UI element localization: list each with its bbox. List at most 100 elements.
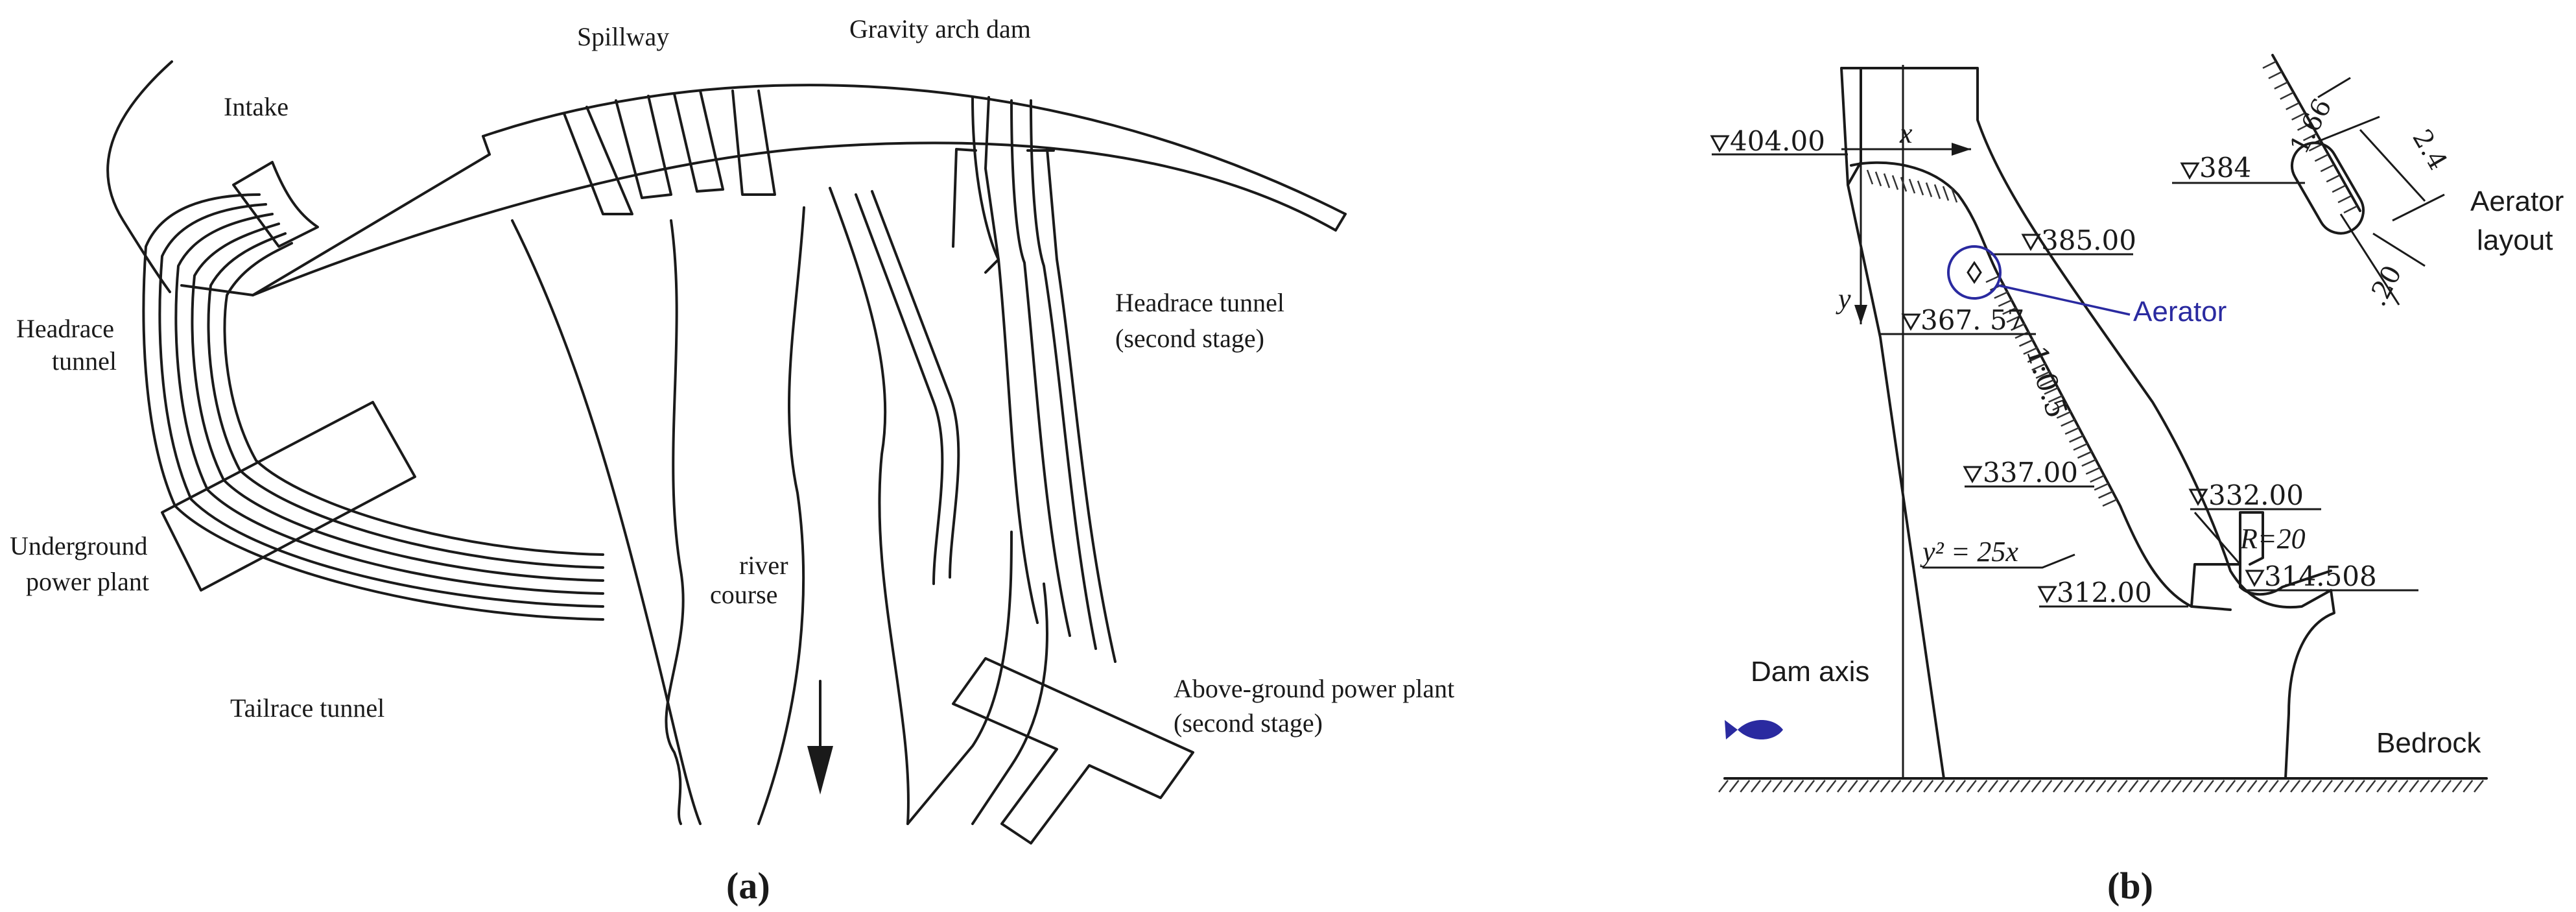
x-axis-label: x	[1899, 117, 1913, 149]
hatch-line	[2061, 418, 2076, 427]
label-intake: Intake	[224, 92, 289, 121]
hatch-line	[2302, 133, 2317, 141]
aerator-layout-label-2: layout	[2477, 224, 2553, 256]
label-headrace-second-1: Headrace tunnel	[1115, 288, 1284, 317]
hatch-line	[2182, 780, 2193, 793]
label-tailrace: Tailrace tunnel	[230, 693, 384, 723]
hatch-line	[2020, 780, 2031, 793]
hatch-line	[2002, 307, 2018, 315]
panel-b: 404.00 385.00 367. 57 337.00 332.00 312.…	[1710, 54, 2564, 907]
elev-332: 332.00	[2188, 479, 2321, 511]
flip-bucket	[2190, 511, 2264, 608]
fish-icon	[1725, 720, 1783, 739]
elev-367: 367. 57	[1880, 304, 2036, 336]
hatch-line	[2268, 71, 2282, 80]
hatch-line	[2333, 780, 2344, 793]
hatch-line	[2286, 102, 2300, 110]
elev-314: 314.508	[2245, 560, 2418, 592]
label-headrace-tunnel-1: Headrace	[16, 314, 114, 343]
hatch-line	[2052, 403, 2068, 411]
hatch-line	[2343, 205, 2357, 214]
hatch-line	[2107, 780, 2118, 793]
hatch-line	[1942, 186, 1950, 201]
hatch-line	[2102, 498, 2118, 507]
hatch-line	[2098, 490, 2114, 499]
hatch-line	[2419, 780, 2430, 793]
hatch-line	[2009, 780, 2020, 793]
elev-312: 312.00	[2037, 577, 2188, 608]
hatch-line	[2096, 780, 2107, 793]
label-aboveground-2: (second stage)	[1174, 708, 1323, 738]
bedrock-label: Bedrock	[2376, 727, 2481, 759]
hatch-line	[1740, 780, 1751, 793]
hatch-line	[2193, 780, 2204, 793]
hatch-line	[2247, 780, 2258, 793]
hatch-line	[2203, 780, 2214, 793]
hatch-line	[1988, 780, 1999, 793]
elev-314-label: 314.508	[2264, 560, 2377, 592]
hatch-line	[1917, 180, 1924, 196]
hatch-line	[2398, 780, 2409, 793]
hatch-line	[2320, 164, 2334, 173]
hatch-line	[2300, 780, 2311, 793]
dim-20: .20	[2362, 261, 2407, 311]
hatch-line	[2314, 154, 2328, 162]
hatch-line	[2279, 780, 2290, 793]
dam-toe	[252, 141, 1337, 296]
hatch-line	[1883, 173, 1891, 189]
hatch-line	[2035, 370, 2051, 379]
hatch-line	[1826, 780, 1837, 793]
elev-385: 385.00	[1991, 224, 2136, 256]
hatch-line	[2262, 60, 2276, 69]
elev-384-label: 384	[2199, 152, 2251, 184]
slope-label: 1:0.5	[2020, 342, 2074, 422]
label-underground-1: Underground	[10, 531, 148, 560]
headrace-tunnels	[142, 193, 604, 621]
flow-arrowhead	[807, 746, 833, 795]
y-axis-label: y	[1836, 283, 1851, 315]
hatch-line	[1985, 274, 2001, 283]
hatch-line	[2077, 450, 2092, 459]
hatch-line	[2160, 780, 2171, 793]
hatch-line	[2452, 780, 2463, 793]
hatch-line	[1804, 780, 1815, 793]
hatch-line	[2128, 780, 2139, 793]
caption-b: (b)	[2107, 865, 2153, 907]
label-gravity-arch-dam: Gravity arch dam	[849, 14, 1031, 43]
hatch-line	[2225, 780, 2236, 793]
label-headrace-second-2: (second stage)	[1115, 324, 1264, 353]
hatch-line	[2474, 780, 2484, 793]
hatch-line	[2064, 426, 2080, 435]
intake-structure	[232, 161, 319, 248]
hatch-line	[1761, 780, 1772, 793]
dam-abutment	[180, 153, 491, 296]
hatch-line	[1891, 174, 1899, 190]
hatch-line	[1866, 169, 1874, 185]
hatch-line	[2430, 780, 2441, 793]
hatch-line	[1837, 780, 1848, 793]
hatch-line	[2214, 780, 2225, 793]
radius-leader	[2193, 512, 2241, 565]
hatch-line	[2441, 780, 2452, 793]
dam-heel	[482, 135, 491, 156]
hatch-line	[1998, 298, 2013, 307]
hatch-line	[2322, 780, 2333, 793]
x-axis-arrowhead	[1952, 143, 1971, 156]
elev-404-label: 404.00	[1730, 125, 1825, 157]
upstream-hatching	[1866, 169, 1958, 203]
hatch-line	[2044, 387, 2059, 395]
hatch-line	[1772, 780, 1783, 793]
hatch-line	[2011, 322, 2026, 331]
hatch-line	[1900, 176, 1908, 192]
terrain-line	[106, 60, 173, 293]
elev-312-label: 312.00	[2057, 577, 2152, 608]
hatch-line	[1933, 184, 1941, 199]
hatch-line	[1944, 780, 1956, 793]
hatch-line	[1869, 780, 1880, 793]
caption-a: (a)	[726, 865, 770, 907]
aerator-layout-detail: 384 1.66 2.4 .20	[2172, 54, 2453, 311]
hatch-line	[1750, 780, 1761, 793]
hatch-line	[2268, 780, 2279, 793]
elev-404: 404.00	[1710, 125, 1848, 157]
